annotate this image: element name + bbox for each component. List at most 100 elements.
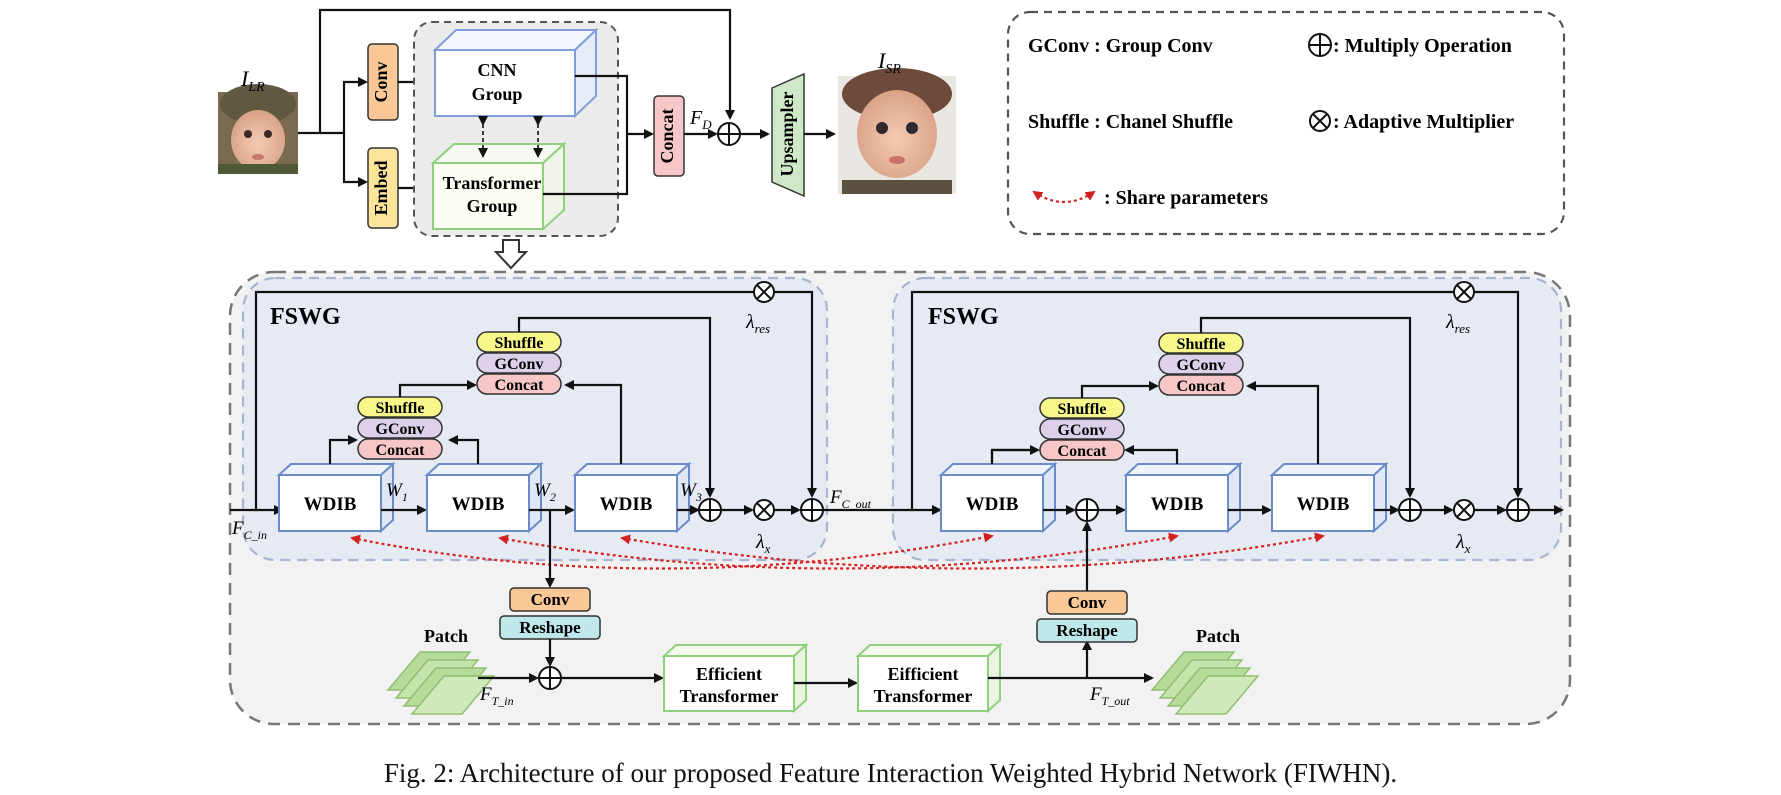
input-lr-label: ILR bbox=[240, 66, 265, 95]
wdib-block: WDIB bbox=[1269, 461, 1389, 534]
add-icon bbox=[800, 498, 824, 522]
top-conv-block: Conv bbox=[367, 43, 399, 121]
transformer-branch: Conv Reshape Patch FT_in bbox=[386, 510, 1260, 715]
svg-text:Group: Group bbox=[467, 196, 518, 216]
lambda-res-left: λres bbox=[745, 311, 770, 336]
branch-conv-left: Conv bbox=[509, 587, 591, 612]
fusion-stack-4: Shuffle GConv Concat bbox=[1158, 332, 1244, 396]
svg-text:Embed: Embed bbox=[371, 160, 391, 215]
svg-text:WDIB: WDIB bbox=[452, 494, 505, 515]
svg-text:Upsampler: Upsampler bbox=[777, 91, 797, 176]
svg-text:WDIB: WDIB bbox=[966, 494, 1019, 515]
figure-caption: Fig. 2: Architecture of our proposed Fea… bbox=[383, 758, 1398, 788]
legend-plus-icon bbox=[1308, 33, 1332, 57]
svg-text:Group: Group bbox=[472, 84, 523, 104]
svg-text:Shuffle: Shuffle bbox=[1177, 336, 1226, 353]
add-icon bbox=[1075, 498, 1099, 522]
fswg-right-content: λres WDIB WDIB WDIB bbox=[910, 281, 1564, 556]
lambda-x-left-icon bbox=[753, 499, 775, 521]
fusion-stack-1: Shuffle GConv Concat bbox=[357, 396, 443, 460]
svg-text:Transformer: Transformer bbox=[443, 173, 542, 193]
svg-text:Concat: Concat bbox=[657, 109, 677, 164]
efficient-transformer-2: Eifficient Transformer bbox=[855, 642, 1003, 714]
svg-text:GConv: GConv bbox=[1177, 357, 1226, 374]
input-lr-image bbox=[218, 84, 298, 174]
lambda-x-right: λx bbox=[1455, 531, 1471, 556]
legend-gconv: GConv : Group Conv bbox=[1028, 35, 1213, 57]
legend-times-icon bbox=[1309, 110, 1331, 132]
lambda-res-left-icon bbox=[753, 281, 775, 303]
wdib-block: WDIB bbox=[276, 461, 396, 534]
legend-share-arrow-icon bbox=[1032, 190, 1096, 203]
svg-text:GConv: GConv bbox=[376, 421, 425, 438]
lambda-x-right-icon bbox=[1453, 499, 1475, 521]
branch-conv-right: Conv bbox=[1046, 590, 1128, 615]
expand-arrow-icon bbox=[493, 239, 529, 270]
svg-text:WDIB: WDIB bbox=[1297, 494, 1350, 515]
ft-out-label: FT_out bbox=[1089, 684, 1130, 708]
wdib-block: WDIB bbox=[938, 461, 1058, 534]
svg-text:Conv: Conv bbox=[1068, 593, 1107, 612]
output-sr-label: ISR bbox=[877, 48, 901, 77]
add-icon bbox=[1398, 498, 1422, 522]
fswg-right-panel bbox=[891, 276, 1563, 562]
svg-text:WDIB: WDIB bbox=[1151, 494, 1204, 515]
upsampler-block: Upsampler bbox=[771, 72, 805, 198]
output-sr-image bbox=[838, 68, 956, 194]
top-pipeline: ILR ISR Conv Embed bbox=[218, 8, 956, 270]
branch-add-icon bbox=[538, 666, 562, 690]
svg-text:Conv: Conv bbox=[371, 61, 391, 102]
svg-text:Shuffle: Shuffle bbox=[1058, 401, 1107, 418]
svg-text:Transformer: Transformer bbox=[680, 686, 779, 706]
cnn-group-block: CNN Group bbox=[432, 27, 599, 119]
w3-label: W3 bbox=[680, 480, 702, 504]
top-embed-block: Embed bbox=[367, 147, 399, 229]
legend-share: : Share parameters bbox=[1104, 187, 1268, 209]
ft-in-label: FT_in bbox=[479, 684, 514, 708]
svg-text:Efficient: Efficient bbox=[696, 664, 762, 684]
fswg-left-content: FC_in λres WDIB W1 WDIB W2 bbox=[230, 281, 824, 556]
patch-stack-right bbox=[1150, 651, 1260, 715]
svg-text:Concat: Concat bbox=[495, 377, 545, 394]
add-icon bbox=[698, 498, 722, 522]
fswg-left-title: FSWG bbox=[270, 304, 341, 330]
svg-text:Eifficient: Eifficient bbox=[888, 664, 959, 684]
lambda-res-right: λres bbox=[1445, 311, 1470, 336]
legend-adaptive: : Adaptive Multiplier bbox=[1333, 111, 1514, 133]
svg-text:Concat: Concat bbox=[1177, 378, 1227, 395]
fswg-right-title: FSWG bbox=[928, 304, 999, 330]
fc-in-label: FC_in bbox=[231, 518, 267, 542]
svg-text:GConv: GConv bbox=[495, 356, 544, 373]
svg-text:Reshape: Reshape bbox=[519, 618, 581, 637]
wdib-block: WDIB bbox=[424, 461, 544, 534]
svg-text:Reshape: Reshape bbox=[1056, 621, 1118, 640]
svg-text:Concat: Concat bbox=[1058, 443, 1108, 460]
w1-label: W1 bbox=[386, 480, 408, 504]
svg-text:CNN: CNN bbox=[478, 60, 517, 80]
fusion-stack-2: Shuffle GConv Concat bbox=[476, 331, 562, 395]
add-icon bbox=[1506, 498, 1530, 522]
legend-panel: GConv : Group Conv Shuffle : Chanel Shuf… bbox=[1006, 10, 1566, 236]
fc-out-label: FC_out bbox=[829, 487, 872, 511]
svg-text:Conv: Conv bbox=[531, 590, 570, 609]
svg-text:Concat: Concat bbox=[376, 442, 426, 459]
w2-label: W2 bbox=[534, 480, 556, 504]
patch-right-label: Patch bbox=[1196, 626, 1240, 646]
fd-label: FD bbox=[689, 107, 712, 132]
svg-text:GConv: GConv bbox=[1058, 422, 1107, 439]
svg-text:Shuffle: Shuffle bbox=[495, 335, 544, 352]
patch-left-label: Patch bbox=[424, 626, 468, 646]
branch-reshape-right: Reshape bbox=[1036, 618, 1138, 643]
svg-text:Transformer: Transformer bbox=[874, 686, 973, 706]
wdib-block: WDIB bbox=[572, 461, 692, 534]
patch-stack-left bbox=[386, 651, 496, 715]
lambda-res-right-icon bbox=[1453, 281, 1475, 303]
svg-text:Shuffle: Shuffle bbox=[376, 400, 425, 417]
share-parameter-arrows bbox=[350, 532, 1325, 570]
svg-text:WDIB: WDIB bbox=[304, 494, 357, 515]
efficient-transformer-1: Efficient Transformer bbox=[661, 642, 809, 714]
top-add-icon bbox=[717, 122, 741, 146]
bottom-section: FSWG FSWG FC_in λres WDIB W1 bbox=[228, 270, 1572, 726]
top-concat-block: Concat bbox=[653, 95, 685, 177]
